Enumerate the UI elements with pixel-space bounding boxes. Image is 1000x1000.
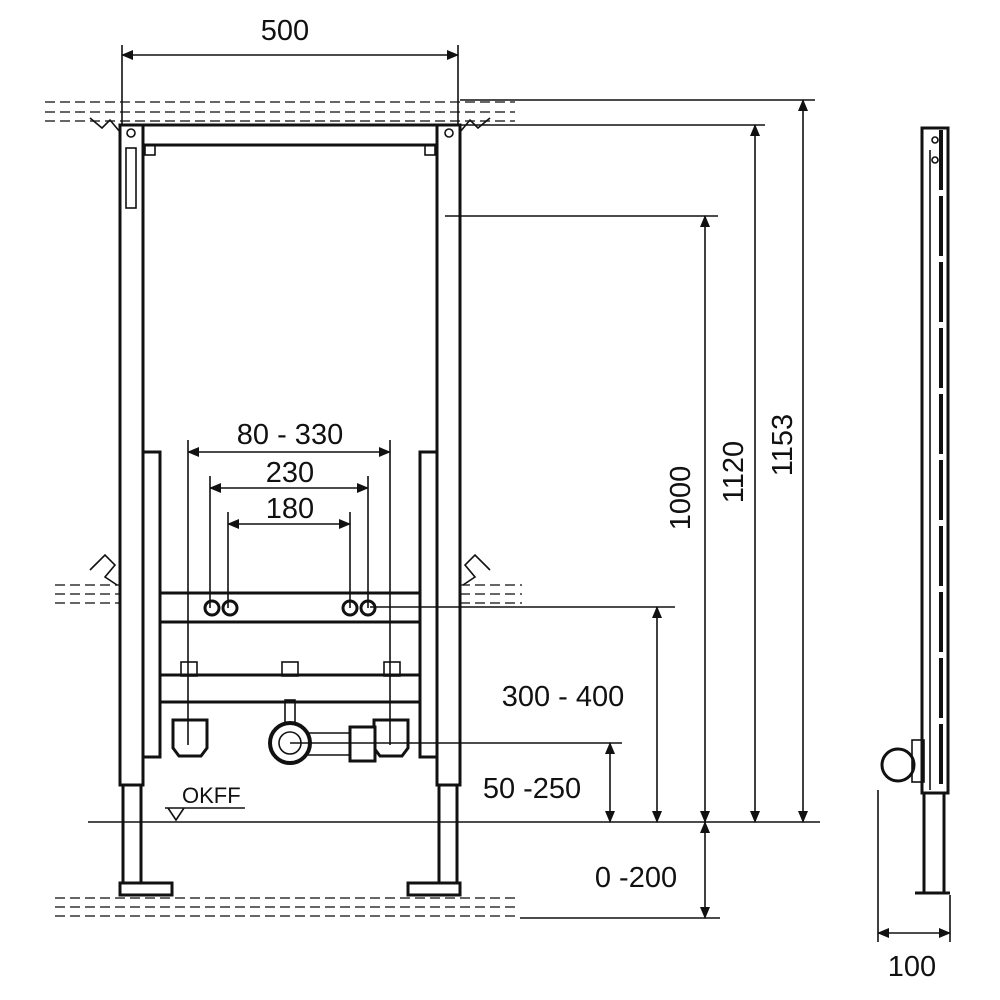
dim-1153: 1153: [767, 414, 799, 476]
dimension-arrows: [121, 50, 951, 938]
dim-230: 230: [266, 457, 314, 489]
dim-500: 500: [261, 15, 309, 47]
dim-180: 180: [266, 493, 314, 525]
floor-level-marker: OKFF: [165, 783, 245, 822]
drain-elbow: [268, 699, 377, 765]
dim-1120: 1120: [718, 441, 750, 503]
dim-1000: 1000: [665, 466, 697, 531]
extension-lines: [88, 45, 951, 942]
dim-50-250: 50 -250: [483, 773, 581, 805]
side-view: [880, 126, 950, 895]
dim-0-200: 0 -200: [595, 862, 677, 894]
mid-wall-hatching: [55, 553, 522, 604]
frame: [118, 123, 462, 897]
floor-level-label: OKFF: [182, 783, 241, 808]
dim-300-400: 300 - 400: [502, 681, 625, 713]
dim-80-330: 80 - 330: [237, 419, 343, 451]
floor-hatching: [55, 897, 520, 917]
dim-100: 100: [888, 951, 936, 983]
ceiling-hatching: [45, 101, 515, 133]
